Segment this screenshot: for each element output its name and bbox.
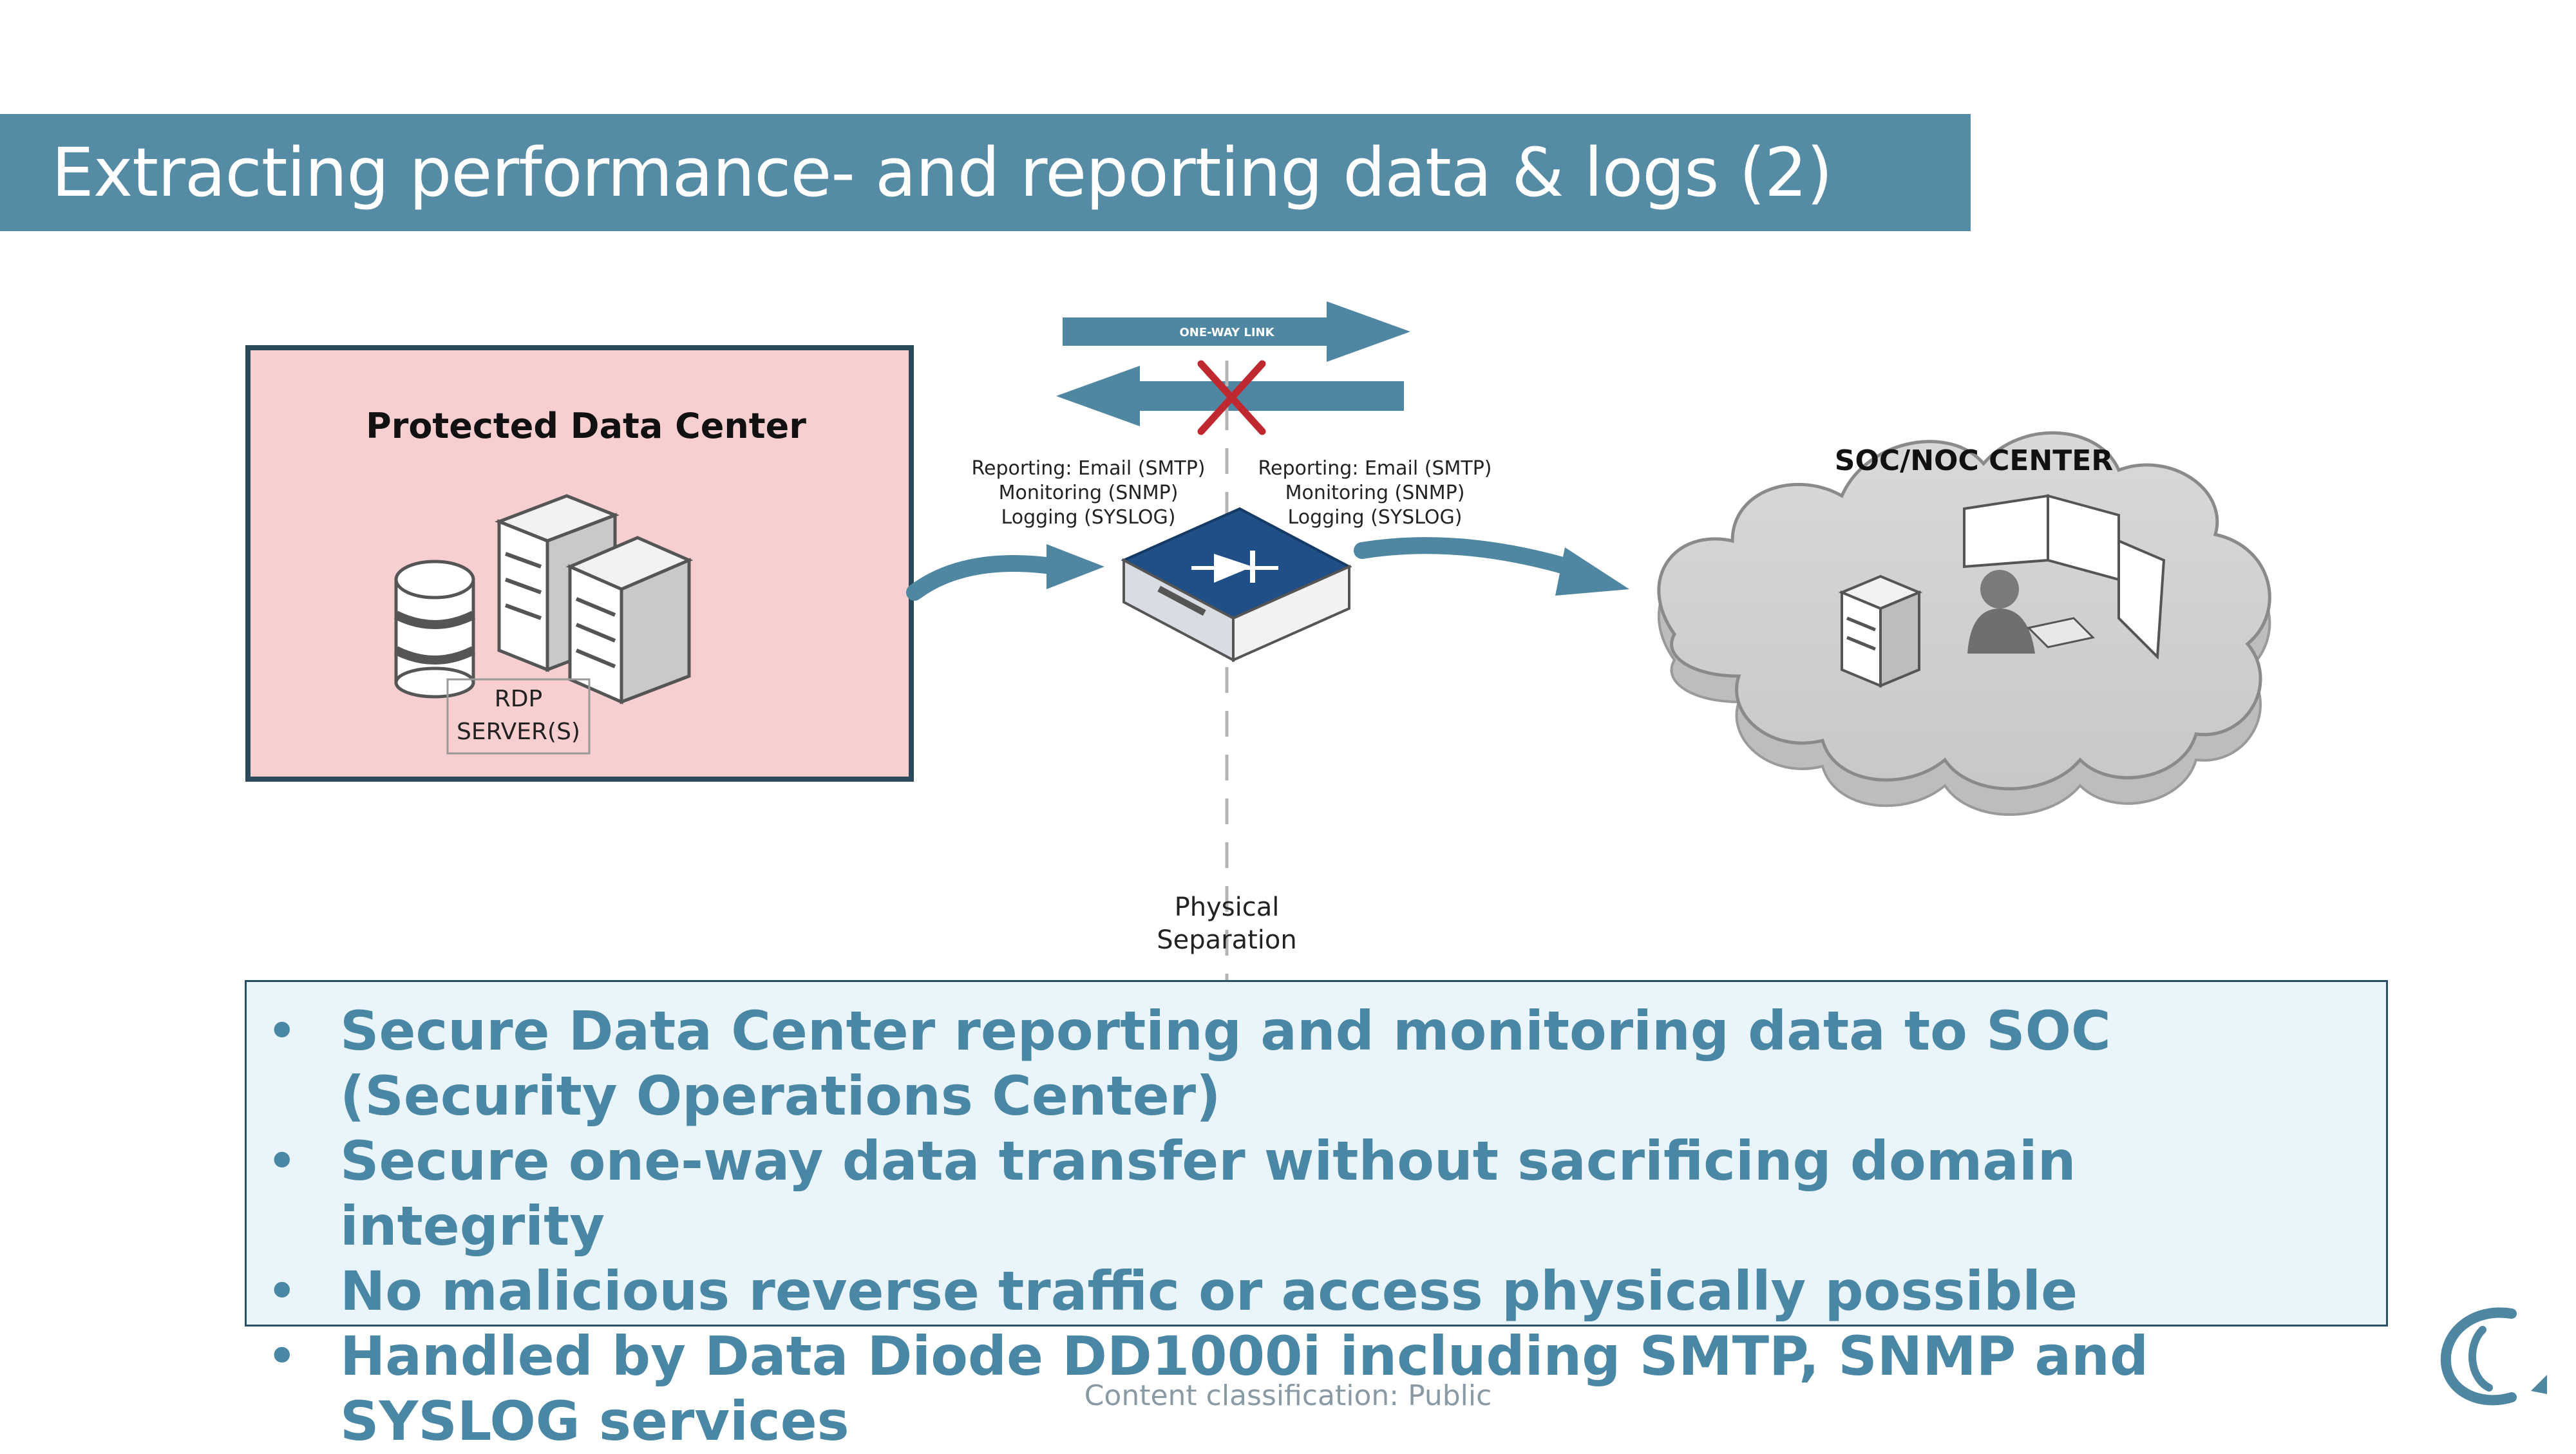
protocol-right-reporting: Reporting: Email (SMTP) xyxy=(1258,457,1492,480)
flow-arrow-left xyxy=(906,544,1104,601)
bullet-text: Secure Data Center reporting and monitor… xyxy=(340,999,2111,1128)
database-icon xyxy=(393,560,476,699)
bullet-item: • No malicious reverse traffic or access… xyxy=(247,1259,2386,1324)
data-diode-device xyxy=(1121,507,1352,663)
bullet-text: Handled by Data Diode DD1000i including … xyxy=(340,1325,2149,1453)
separation-label-line2: Separation xyxy=(1157,925,1296,955)
bullet-item: • Secure one-way data transfer without s… xyxy=(247,1129,2386,1259)
bullet-symbol: • xyxy=(266,1260,298,1323)
soc-noc-cloud: SOC/NOC CENTER xyxy=(1657,431,2271,816)
content-classification: Content classification: Public xyxy=(1084,1379,1492,1412)
protected-data-center-title: Protected Data Center xyxy=(366,406,806,446)
protocol-left-logging: Logging (SYSLOG) xyxy=(1001,506,1176,529)
cloud-title: SOC/NOC CENTER xyxy=(1835,444,2113,477)
slide-title: Extracting performance- and reporting da… xyxy=(52,133,1833,212)
protected-data-center: Protected Data Center RD xyxy=(245,345,914,782)
diode-symbol-icon xyxy=(1191,551,1278,583)
separation-label-line1: Physical xyxy=(1175,892,1280,922)
bullet-symbol: • xyxy=(266,999,298,1062)
blocked-cross-icon xyxy=(1197,360,1266,435)
company-logo-icon xyxy=(2440,1307,2547,1406)
protocol-left-reporting: Reporting: Email (SMTP) xyxy=(971,457,1205,480)
one-way-link: ONE-WAY LINK xyxy=(1056,301,1410,426)
bullet-item: • Secure Data Center reporting and monit… xyxy=(247,999,2386,1129)
protocol-right-logging: Logging (SYSLOG) xyxy=(1288,506,1463,529)
bullet-box: • Secure Data Center reporting and monit… xyxy=(245,980,2388,1453)
flow-arrow-right xyxy=(1354,537,1629,596)
protocol-right-monitoring: Monitoring (SNMP) xyxy=(1285,482,1465,504)
protocol-left-monitoring: Monitoring (SNMP) xyxy=(999,482,1179,504)
network-diagram: Protected Data Center RD xyxy=(245,301,2271,985)
bullet-symbol: • xyxy=(266,1325,298,1388)
protocols-left: Reporting: Email (SMTP) Monitoring (SNMP… xyxy=(971,457,1205,529)
protocols-right: Reporting: Email (SMTP) Monitoring (SNMP… xyxy=(1258,457,1492,529)
server-tower-icon xyxy=(565,536,694,704)
server-label-line1: RDP xyxy=(495,686,542,712)
server-label-line2: SERVER(S) xyxy=(457,719,580,745)
one-way-link-label: ONE-WAY LINK xyxy=(1179,326,1274,339)
operator-workstation-icon xyxy=(1963,494,2166,660)
bullet-text: Secure one-way data transfer without sac… xyxy=(340,1129,2076,1258)
bullet-list: • Secure Data Center reporting and monit… xyxy=(247,982,2386,1454)
bullet-item: • Handled by Data Diode DD1000i includin… xyxy=(247,1324,2386,1454)
bullet-text: No malicious reverse traffic or access p… xyxy=(340,1260,2078,1323)
server-icon xyxy=(1838,574,1923,688)
title-bar: Extracting performance- and reporting da… xyxy=(0,114,1971,231)
bullet-symbol: • xyxy=(266,1129,298,1193)
